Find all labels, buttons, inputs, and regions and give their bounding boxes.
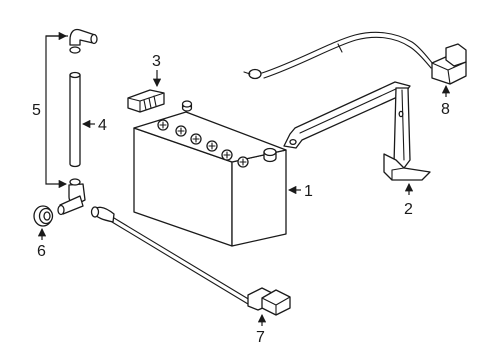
callout-4: 4 — [81, 117, 107, 134]
positive-cable — [243, 31, 467, 85]
callout-7: 7 — [256, 313, 267, 346]
battery-cell-caps — [157, 119, 249, 168]
hold-down-bracket — [283, 81, 431, 181]
callout-3: 3 — [152, 53, 162, 88]
callout-label: 6 — [37, 243, 46, 260]
callout-label: 7 — [256, 329, 265, 346]
callout-2: 2 — [404, 182, 414, 218]
callout-label: 2 — [404, 201, 413, 218]
callout-label: 5 — [32, 102, 41, 119]
battery-terminal-post-right — [263, 147, 277, 163]
callout-label: 8 — [441, 101, 450, 118]
battery — [133, 100, 287, 247]
callout-label: 3 — [152, 53, 161, 70]
battery-terminal-post-left — [181, 100, 193, 112]
callout-6: 6 — [37, 227, 47, 260]
callout-label: 4 — [98, 117, 107, 134]
callout-label: 1 — [304, 183, 313, 200]
callout-1: 1 — [287, 183, 313, 200]
callout-5: 5 — [32, 31, 68, 189]
terminal-cover — [127, 89, 165, 113]
negative-cable — [90, 206, 291, 316]
grommet — [33, 205, 54, 227]
vent-hose-assembly — [57, 28, 98, 216]
callout-8: 8 — [441, 84, 451, 118]
